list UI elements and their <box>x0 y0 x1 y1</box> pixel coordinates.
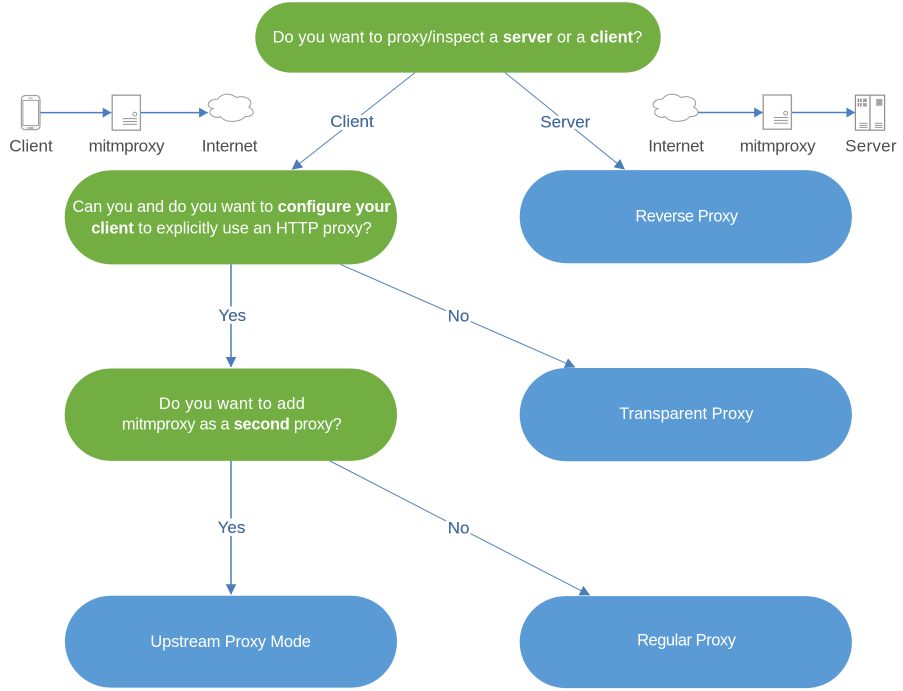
svg-text:mitmproxy: mitmproxy <box>89 136 165 155</box>
svg-text:Yes: Yes <box>218 518 246 537</box>
svg-text:mitmproxy: mitmproxy <box>740 136 816 155</box>
svg-text:No: No <box>448 306 470 325</box>
svg-text:Internet: Internet <box>202 136 258 155</box>
svg-text:client to explicitly use an HT: client to explicitly use an HTTP proxy? <box>91 220 372 238</box>
svg-text:Client: Client <box>330 112 374 131</box>
svg-text:Internet: Internet <box>648 136 704 155</box>
svg-text:Reverse Proxy: Reverse Proxy <box>635 207 738 225</box>
svg-text:Yes: Yes <box>218 518 246 537</box>
svg-text:No: No <box>448 518 470 537</box>
svg-text:Can you and do you want to con: Can you and do you want to configure you… <box>72 198 391 216</box>
svg-text:Client: Client <box>9 136 53 155</box>
svg-text:Server: Server <box>540 112 590 131</box>
svg-text:Do you want to proxy/inspect a: Do you want to proxy/inspect a server or… <box>273 28 643 46</box>
svg-text:Upstream Proxy Mode: Upstream Proxy Mode <box>150 633 310 651</box>
svg-text:Do you want to add: Do you want to add <box>159 395 305 413</box>
svg-text:Server: Server <box>845 136 897 155</box>
svg-text:Yes: Yes <box>218 306 246 325</box>
svg-text:Client: Client <box>330 112 374 131</box>
svg-text:No: No <box>448 518 470 537</box>
svg-text:mitmproxy as a second proxy?: mitmproxy as a second proxy? <box>122 416 342 434</box>
svg-text:Transparent Proxy: Transparent Proxy <box>619 405 754 423</box>
svg-text:No: No <box>448 306 470 325</box>
svg-text:Regular Proxy: Regular Proxy <box>637 632 737 650</box>
svg-text:Yes: Yes <box>218 306 246 325</box>
svg-text:Server: Server <box>540 112 590 131</box>
